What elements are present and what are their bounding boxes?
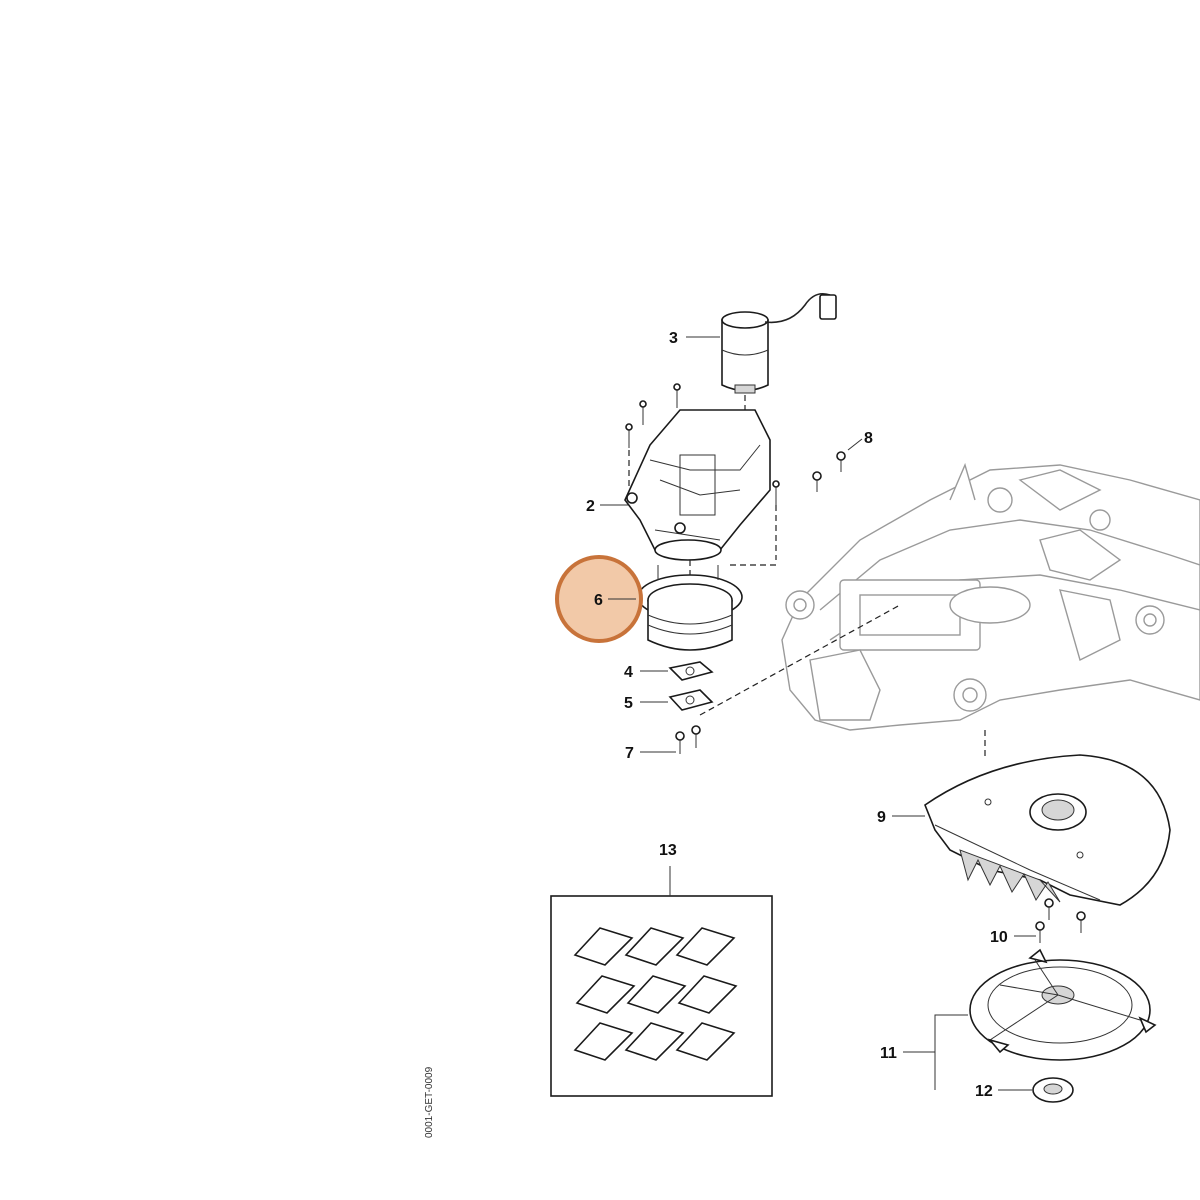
callout-7[interactable]: 7 — [625, 745, 634, 762]
callout-8[interactable]: 8 — [864, 430, 873, 447]
document-id: 0001-GET-0009 — [424, 1066, 435, 1138]
callout-3[interactable]: 3 — [669, 330, 678, 347]
blade-disc-part — [969, 948, 1157, 1061]
screw-set-guard-part — [1035, 898, 1086, 943]
callout-11[interactable]: 11 — [880, 1045, 897, 1062]
callout-13[interactable]: 13 — [659, 842, 677, 859]
blade-kit-box — [550, 866, 773, 1097]
callout-4[interactable]: 4 — [624, 664, 633, 681]
hub-disc-part — [1032, 1077, 1074, 1103]
plate-part-4 — [668, 661, 714, 681]
motor-part — [721, 292, 837, 425]
callout-6[interactable]: 6 — [594, 592, 603, 609]
callout-10[interactable]: 10 — [990, 929, 1008, 946]
screw-set-part — [812, 451, 846, 492]
chassis-housing — [781, 462, 1200, 731]
motor-housing-part — [624, 383, 780, 566]
callout-2[interactable]: 2 — [586, 498, 595, 515]
callout-12[interactable]: 12 — [975, 1083, 993, 1100]
highlight-circle[interactable] — [555, 555, 643, 643]
blade-guard-part — [924, 754, 1171, 906]
screw-icon — [625, 383, 780, 505]
seal-ring-part — [637, 560, 743, 651]
blade-icons — [573, 927, 738, 1061]
plate-part-5 — [668, 689, 714, 711]
callout-5[interactable]: 5 — [624, 695, 633, 712]
screw-set-bottom-part — [675, 725, 701, 754]
callout-9[interactable]: 9 — [877, 809, 886, 826]
